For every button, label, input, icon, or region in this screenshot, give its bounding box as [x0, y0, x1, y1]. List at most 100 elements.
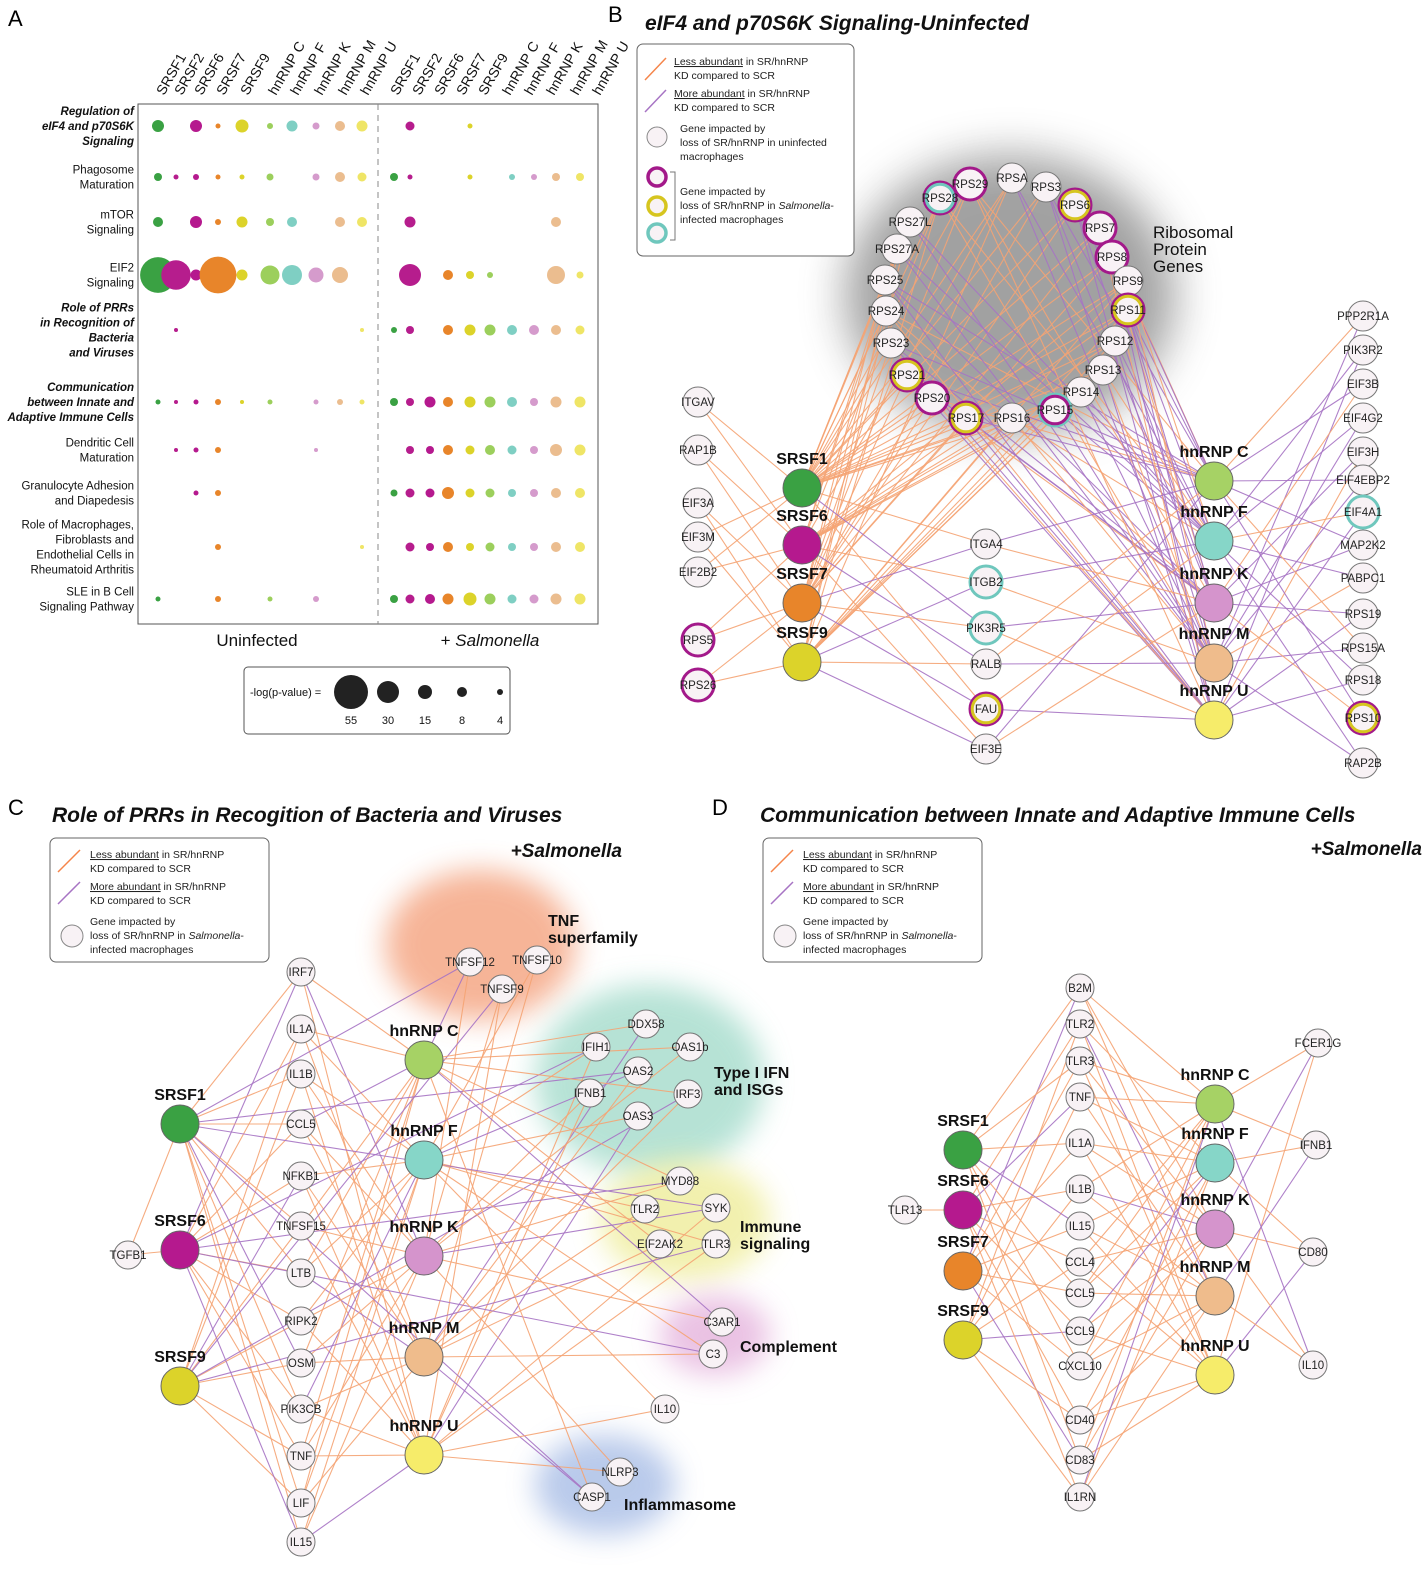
gene-node-rps27a: RPS27A — [875, 233, 919, 265]
edge-less-abundant — [1079, 1060, 1216, 1105]
edge-less-abundant — [423, 1159, 717, 1245]
gene-label: EIF3M — [681, 532, 715, 544]
edge-less-abundant — [801, 310, 887, 489]
row-label-line: Rheumatoid Arthritis — [30, 565, 134, 577]
row-label-line: between Innate and — [27, 397, 135, 409]
dot-uninfected-srsf7 — [199, 256, 237, 294]
dot-salmonella-srsf9 — [464, 324, 476, 336]
dot-uninfected-hnrnp-c — [267, 123, 273, 129]
gene-label: FCER1G — [1295, 1038, 1342, 1050]
edge-more-abundant — [1213, 540, 1364, 579]
gene-node-rps21: RPS21 — [889, 357, 925, 393]
gene-circle — [286, 1527, 316, 1557]
gene-node-rps28: RPS28 — [922, 180, 958, 216]
gene-ring — [968, 610, 1004, 646]
gene-circle — [631, 1009, 661, 1039]
dot-uninfected-srsf2 — [174, 448, 178, 452]
edge-less-abundant — [801, 342, 892, 489]
hub-label: hnRNP M — [1179, 626, 1250, 643]
dot-uninfected-srsf2 — [174, 328, 178, 332]
hub-node-srsf1: SRSF1 — [154, 1087, 206, 1144]
gene-label: PPP2R1A — [1337, 311, 1389, 323]
gene-circle — [605, 1457, 635, 1487]
edge-less-abundant — [179, 1249, 302, 1457]
group-immune-label-1: Immune — [740, 1219, 801, 1236]
dot-uninfected-hnrnp-k — [313, 596, 319, 602]
dot-uninfected-hnrnp-m — [335, 121, 345, 131]
dot-salmonella-hnrnp-u — [575, 488, 585, 498]
edge-more-abundant — [985, 662, 1215, 665]
edge-less-abundant — [1079, 1096, 1216, 1105]
gene-label: CASP1 — [573, 1492, 611, 1504]
legend-node-2b: Salmonella — [901, 930, 953, 942]
edge-less-abundant — [962, 1209, 1081, 1332]
edge-less-abundant — [179, 1123, 302, 1227]
gene-node-oas2: OAS2 — [623, 1056, 653, 1086]
edge-less-abundant — [179, 1385, 302, 1457]
hub-circle — [782, 468, 822, 508]
edge-less-abundant — [300, 1059, 425, 1274]
ribosomal-label-1: Ribosomal — [1153, 223, 1233, 242]
row-label-line: Dendritic Cell — [66, 438, 134, 450]
edge-less-abundant — [423, 1408, 666, 1456]
dot-salmonella-srsf9 — [465, 445, 475, 455]
dot-salmonella-hnrnp-k — [531, 174, 537, 180]
gene-circle — [1065, 1247, 1095, 1277]
dot-salmonella-hnrnp-u — [575, 542, 585, 552]
panel-c-letter: C — [8, 795, 24, 820]
gene-label: OAS1b — [671, 1042, 708, 1054]
condition-salmonella-name: Salmonella — [455, 631, 539, 650]
gene-label: RPS26 — [680, 680, 716, 692]
row-label-line: and Viruses — [69, 348, 134, 360]
size-legend-value: 15 — [419, 715, 431, 727]
legend-more-line1: More abundant in SR/hnRNP — [803, 881, 939, 893]
edge-less-abundant — [179, 1249, 302, 1410]
edge-less-abundant — [697, 401, 803, 489]
gene-label: IFNB1 — [1300, 1140, 1333, 1152]
legend-box — [49, 837, 270, 963]
gene-label: RPS8 — [1097, 252, 1127, 264]
hub-label: hnRNP M — [1180, 1259, 1251, 1276]
gene-circle — [1301, 1130, 1331, 1160]
edge-less-abundant — [423, 988, 503, 1257]
panel-d-subtitle: +Salmonella — [1311, 839, 1423, 860]
edge-less-abundant — [1213, 511, 1364, 542]
gene-label: RAP1B — [679, 445, 717, 457]
gene-circle — [1030, 171, 1062, 203]
gene-label: RPS19 — [1345, 609, 1381, 621]
gene-node-rps10: RPS10 — [1345, 700, 1381, 736]
gene-label: RPS5 — [683, 635, 713, 647]
gene-label: CXCL10 — [1058, 1361, 1101, 1373]
gene-label: EIF2AK2 — [637, 1239, 683, 1251]
gene-circle — [1303, 1028, 1333, 1058]
edge-more-abundant — [179, 1123, 302, 1364]
edge-less-abundant — [1079, 1103, 1216, 1367]
gene-label: LTB — [291, 1268, 312, 1280]
edge-less-abundant — [969, 183, 1215, 721]
edge-more-abundant — [300, 1059, 425, 1125]
edge-less-abundant — [179, 1385, 302, 1504]
dot-uninfected-hnrnp-m — [335, 217, 345, 227]
edge-more-abundant — [423, 1207, 717, 1257]
gene-node-rps16: RPS16 — [994, 402, 1030, 434]
dot-salmonella-srsf2 — [405, 488, 415, 498]
hub-node-srsf1: SRSF1 — [776, 451, 828, 508]
edge-more-abundant — [1213, 479, 1364, 482]
gene-node-cd40: CD40 — [1065, 1405, 1095, 1435]
hub-label: hnRNP F — [1181, 1126, 1248, 1143]
dot-uninfected-srsf9 — [239, 174, 245, 180]
dot-salmonella-srsf7 — [442, 487, 454, 499]
dot-salmonella-srsf6 — [425, 488, 435, 498]
edge-less-abundant — [801, 340, 1116, 546]
hub-circle — [782, 583, 822, 623]
size-legend-dot — [334, 675, 368, 709]
gene-circle — [650, 1394, 680, 1424]
edge-less-abundant — [300, 1255, 425, 1543]
legend-uninf-2: loss of SR/hnRNP in uninfected — [680, 137, 827, 149]
dot-salmonella-hnrnp-k — [530, 398, 538, 406]
edge-more-abundant — [1213, 602, 1364, 615]
gene-circle — [1347, 334, 1379, 366]
edge-more-abundant — [179, 1249, 302, 1543]
edge-less-abundant — [962, 1225, 1081, 1272]
edge-less-abundant — [300, 1028, 425, 1161]
